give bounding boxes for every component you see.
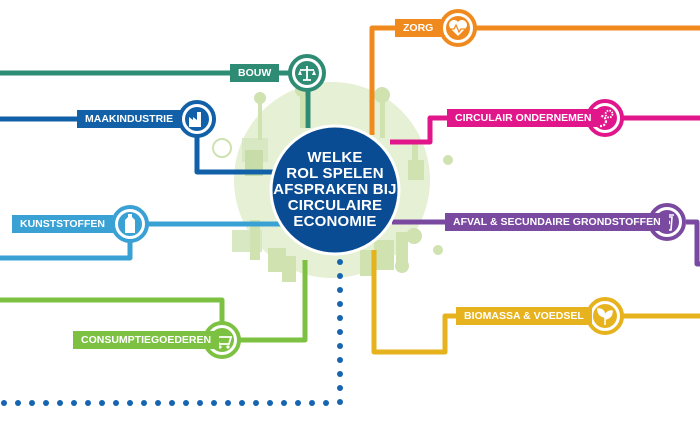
label-zorg: ZORG <box>395 19 442 37</box>
factory-icon <box>178 100 216 138</box>
heart-pulse-icon <box>439 9 477 47</box>
dotted-line <box>1 259 343 406</box>
label-biomassa: BIOMASSA & VOEDSEL <box>456 307 592 325</box>
label-consumptiegoederen: CONSUMPTIEGOEDEREN <box>73 331 220 349</box>
label-bouw: BOUW <box>230 64 280 82</box>
connector-biomassa <box>371 250 456 355</box>
label-kunststoffen: KUNSTSTOFFEN <box>12 215 113 233</box>
label-maakindustrie: MAAKINDUSTRIE <box>77 110 182 128</box>
bottle-icon <box>111 205 149 243</box>
connector-consumptie-right <box>238 260 308 343</box>
leaves-icon <box>586 297 624 335</box>
label-circulair-ondernemen: CIRCULAIR ONDERNEMEN <box>447 109 600 127</box>
balance-icon <box>288 54 326 92</box>
central-circle <box>269 124 401 256</box>
gears-icon <box>586 99 624 137</box>
label-afval: AFVAL & SECUNDAIRE GRONDSTOFFEN <box>445 213 669 231</box>
connector-zorg-left <box>369 25 395 135</box>
connector-circulair <box>390 115 448 145</box>
connector-afval-right <box>686 219 700 267</box>
connector-maakindustrie-down <box>194 134 285 175</box>
connector-kunststoffen-left <box>0 238 133 261</box>
